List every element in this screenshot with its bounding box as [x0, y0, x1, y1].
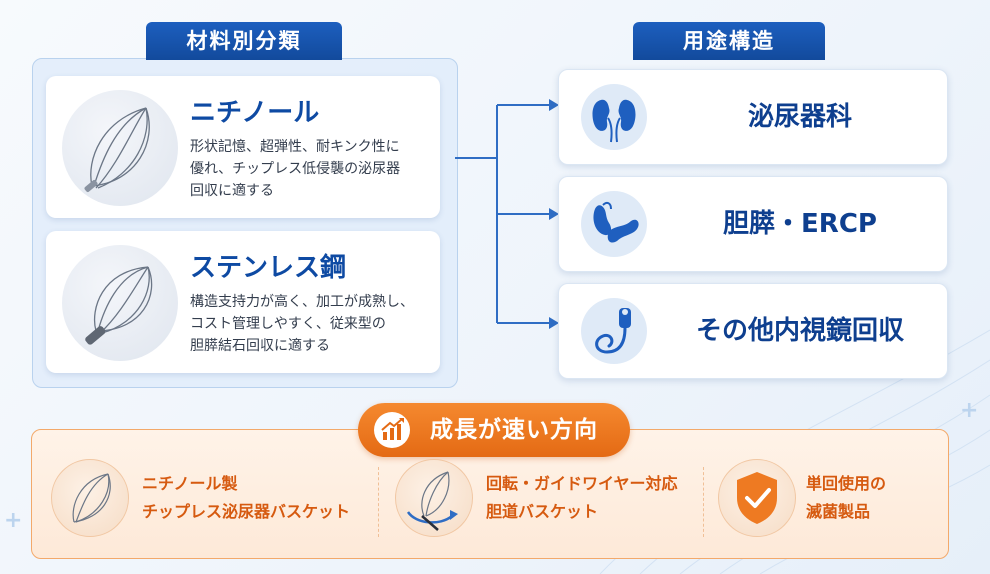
tipless-basket-icon	[51, 459, 129, 537]
kidney-icon	[581, 84, 647, 150]
nitinol-basket-icon	[62, 90, 178, 206]
rotating-basket-icon	[395, 459, 473, 537]
pancreas-icon	[581, 191, 647, 257]
decor-plus-icon: +	[960, 398, 979, 423]
material-title: ニチノール	[190, 98, 320, 128]
growth-item-text: ニチノール製 チップレス泌尿器バスケット	[142, 474, 351, 521]
material-card-stainless: ステンレス鋼 構造支持力が高く、加工が成熟し、 コスト管理しやすく、従来型の 胆…	[46, 231, 440, 373]
stainless-basket-icon	[62, 245, 178, 361]
material-header: 材料別分類	[146, 22, 342, 60]
connector-arrows	[455, 99, 559, 329]
endoscope-icon	[581, 298, 647, 364]
material-description: 構造支持力が高く、加工が成熟し、 コスト管理しやすく、従来型の 胆膵結石回収に適…	[190, 294, 414, 354]
growth-chart-icon	[374, 412, 410, 448]
growth-item-text: 単回使用の 滅菌製品	[806, 474, 887, 521]
material-card-nitinol: ニチノール 形状記憶、超弾性、耐キンク性に 優れ、チップレス低侵襲の泌尿器 回収…	[46, 76, 440, 218]
divider	[703, 467, 704, 537]
usage-label: 胆膵・ERCP	[723, 209, 877, 239]
usage-card-ercp: 胆膵・ERCP	[558, 176, 948, 272]
growth-title-pill: 成長が速い方向	[358, 403, 630, 457]
decor-plus-icon: +	[4, 508, 23, 533]
usage-card-urology: 泌尿器科	[558, 69, 948, 165]
usage-label: その他内視鏡回収	[695, 316, 904, 346]
growth-item-text: 回転・ガイドワイヤー対応 胆道バスケット	[486, 474, 678, 521]
usage-header: 用途構造	[633, 22, 825, 60]
usage-card-endoscope: その他内視鏡回収	[558, 283, 948, 379]
divider	[378, 467, 379, 537]
shield-check-icon	[718, 459, 796, 537]
material-title: ステンレス鋼	[190, 253, 347, 283]
material-description: 形状記憶、超弾性、耐キンク性に 優れ、チップレス低侵襲の泌尿器 回収に適する	[190, 139, 401, 199]
growth-title: 成長が速い方向	[430, 417, 598, 443]
usage-label: 泌尿器科	[747, 102, 852, 132]
